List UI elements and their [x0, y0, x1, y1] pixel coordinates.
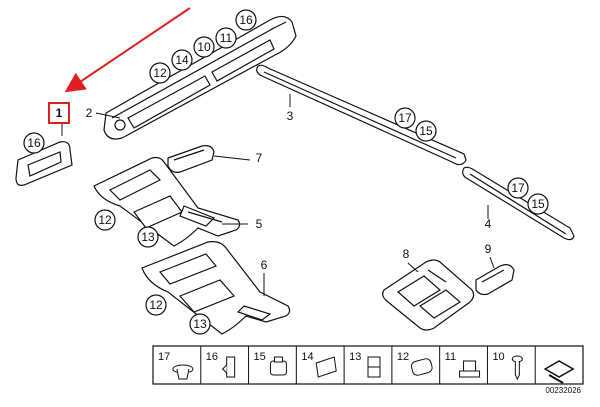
- adhesive-strip-icon: [543, 360, 575, 384]
- drawing-number: 00232026: [545, 386, 581, 395]
- callout-part: 6: [261, 258, 268, 272]
- part-9-drawing: [475, 264, 515, 296]
- retaining-clip-icon: [459, 360, 481, 378]
- leader-lines: [61, 94, 495, 296]
- legend-label: 16: [206, 351, 218, 363]
- callout-part: 11: [215, 27, 237, 49]
- callout-label: 9: [485, 242, 492, 256]
- callout-part: 15: [527, 193, 549, 215]
- callout-label: 2: [86, 106, 93, 120]
- sheet-clip-icon: [315, 356, 337, 378]
- part-4-drawing: [462, 166, 575, 241]
- callout-label: 12: [153, 66, 167, 80]
- legend-strip: 17 16 15 14 13 12 11 10: [152, 345, 584, 385]
- legend-cell: 10: [486, 346, 523, 384]
- legend-label: 17: [158, 351, 170, 363]
- callout-part: 17: [507, 177, 529, 199]
- callout-part: 13: [189, 313, 211, 335]
- legend-cell: [534, 346, 575, 384]
- callout-label: 3: [287, 109, 294, 123]
- callout-label: 1: [56, 106, 63, 120]
- callout-label: 8: [403, 247, 410, 261]
- part-2-drawing: [103, 15, 297, 140]
- callout-part: 17: [394, 107, 416, 129]
- part-3-drawing: [256, 64, 467, 166]
- callout-part: 8: [403, 247, 410, 261]
- bracket-clip-icon: [221, 356, 236, 378]
- square-clip-icon: [269, 356, 287, 376]
- legend-cell: 15: [248, 346, 287, 384]
- callout-label: 17: [511, 181, 525, 195]
- callout-label: 15: [531, 197, 545, 211]
- callout-label: 10: [197, 40, 211, 54]
- callout-part: 12: [149, 62, 171, 84]
- part-6-drawing: [141, 241, 291, 335]
- legend-cell: 13: [343, 346, 381, 384]
- callout-part: 7: [256, 151, 263, 165]
- callout-label: 12: [98, 213, 112, 227]
- legend-label: 14: [301, 351, 313, 363]
- foam-pad-icon: [410, 358, 433, 376]
- legend-cell: 17: [158, 351, 194, 380]
- legend-label: 11: [445, 351, 456, 363]
- callout-label: 14: [175, 53, 189, 67]
- callout-label: 12: [149, 298, 163, 312]
- callout-part: 5: [256, 217, 263, 231]
- callout-part: 15: [415, 120, 437, 142]
- callout-label: 16: [239, 13, 253, 27]
- part-8-drawing: [382, 259, 475, 331]
- screw-icon: [511, 355, 523, 381]
- callout-part: 12: [145, 294, 167, 316]
- legend-cell: 12: [391, 346, 433, 384]
- legend-label: 15: [254, 351, 266, 363]
- callout-part: 3: [287, 109, 294, 123]
- spring-clip-icon: [367, 356, 381, 378]
- legend-cell: 11: [439, 346, 481, 384]
- callout-label: 5: [256, 217, 263, 231]
- legend-label: 10: [492, 351, 504, 363]
- callout-label: 6: [261, 258, 268, 272]
- part-5-drawing: [93, 156, 241, 247]
- legend-label: 12: [397, 351, 409, 363]
- callout-part: 4: [485, 217, 492, 231]
- callout-label: 16: [27, 136, 41, 150]
- part-7-drawing: [167, 145, 215, 173]
- legend-cell: 16: [200, 346, 236, 384]
- callout-label: 13: [141, 230, 155, 244]
- legend-label: 13: [349, 351, 361, 363]
- callout-highlighted-part: 1: [48, 102, 70, 124]
- callout-label: 7: [256, 151, 263, 165]
- callout-part: 10: [193, 36, 215, 58]
- callout-part: 9: [485, 242, 492, 256]
- expanding-rivet-icon: [172, 364, 194, 380]
- callout-label: 13: [193, 317, 207, 331]
- callout-label: 15: [419, 124, 433, 138]
- callout-part: 12: [94, 209, 116, 231]
- part-1-drawing: [15, 141, 73, 186]
- callout-part: 14: [171, 49, 193, 71]
- callout-part: 2: [86, 106, 93, 120]
- legend-cell: 14: [295, 346, 337, 384]
- callout-part: 16: [23, 132, 45, 154]
- callout-label: 4: [485, 217, 492, 231]
- callout-part: 16: [235, 9, 257, 31]
- callout-label: 17: [398, 111, 412, 125]
- callout-label: 11: [220, 31, 233, 45]
- callout-part: 13: [137, 226, 159, 248]
- highlight-arrow: [64, 7, 191, 93]
